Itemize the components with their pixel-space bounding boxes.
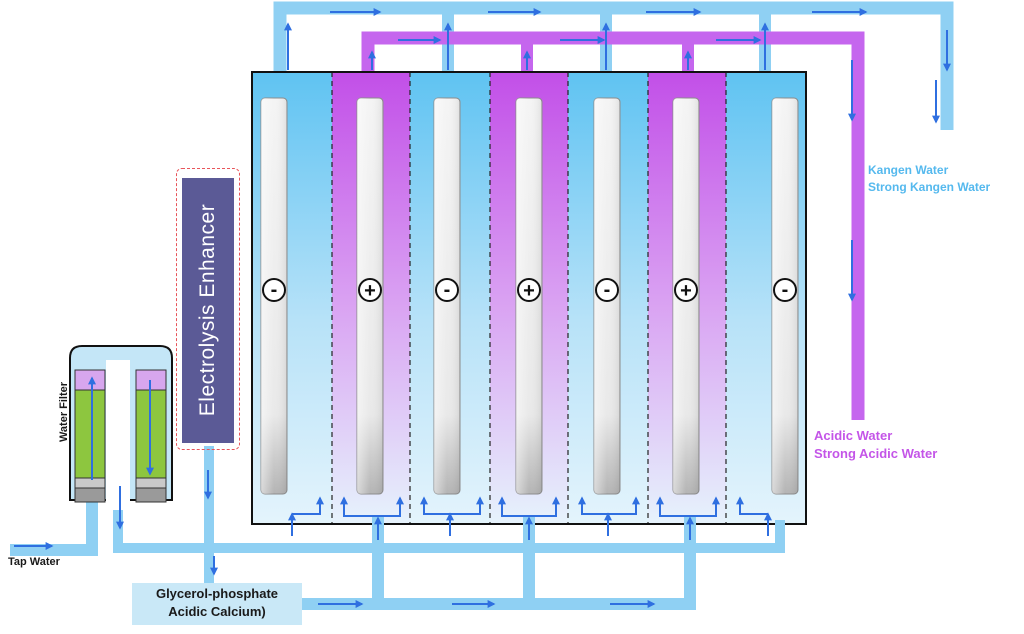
minus-icon <box>773 278 797 302</box>
minus-icon <box>595 278 619 302</box>
electrode-polarity-symbol: - <box>444 279 451 301</box>
electrode-polarity-symbol: + <box>680 280 692 302</box>
electrode-6-positive: + <box>672 97 700 495</box>
electrode-polarity-symbol: + <box>364 280 376 302</box>
water-filter-label: Water Filter <box>58 381 70 443</box>
plus-icon <box>517 278 541 302</box>
minus-icon <box>435 278 459 302</box>
electrode-polarity-symbol: - <box>604 279 611 301</box>
electrode-3-negative: - <box>433 97 461 495</box>
tap-water-label: Tap Water <box>8 556 60 568</box>
strong-kangen-water-label: Strong Kangen Water <box>868 180 991 194</box>
electrode-2-positive: + <box>356 97 384 495</box>
glycerol-line-2: Acidic Calcium) <box>168 604 266 619</box>
glycerol-phosphate-box <box>132 583 302 625</box>
plus-icon <box>358 278 382 302</box>
strong-acidic-water-label: Strong Acidic Water <box>814 446 938 461</box>
electrode-plates: - + - + - + - <box>260 97 799 495</box>
electrode-1-negative: - <box>260 97 288 495</box>
electrode-polarity-symbol: - <box>271 279 278 301</box>
electrode-4-positive: + <box>515 97 543 495</box>
flow-arrows <box>14 8 951 608</box>
electrode-7-negative: - <box>771 97 799 495</box>
kangen-water-label: Kangen Water <box>868 163 949 177</box>
glycerol-line-1: Glycerol-phosphate <box>155 586 279 601</box>
water-filter <box>69 345 173 510</box>
electrode-polarity-symbol: - <box>782 279 789 301</box>
minus-icon <box>262 278 286 302</box>
glycerol-phosphate-label: Glycerol-phosphate Acidic Calcium) <box>132 585 302 621</box>
acidic-water-label: Acidic Water <box>814 428 893 443</box>
plus-icon <box>674 278 698 302</box>
electrolysis-enhancer-label: Electrolysis Enhancer <box>196 203 219 417</box>
electrolysis-enhancer-outline <box>176 168 240 450</box>
electrolysis-enhancer <box>182 178 234 443</box>
electrode-polarity-symbol: + <box>523 280 535 302</box>
electrode-5-negative: - <box>593 97 621 495</box>
